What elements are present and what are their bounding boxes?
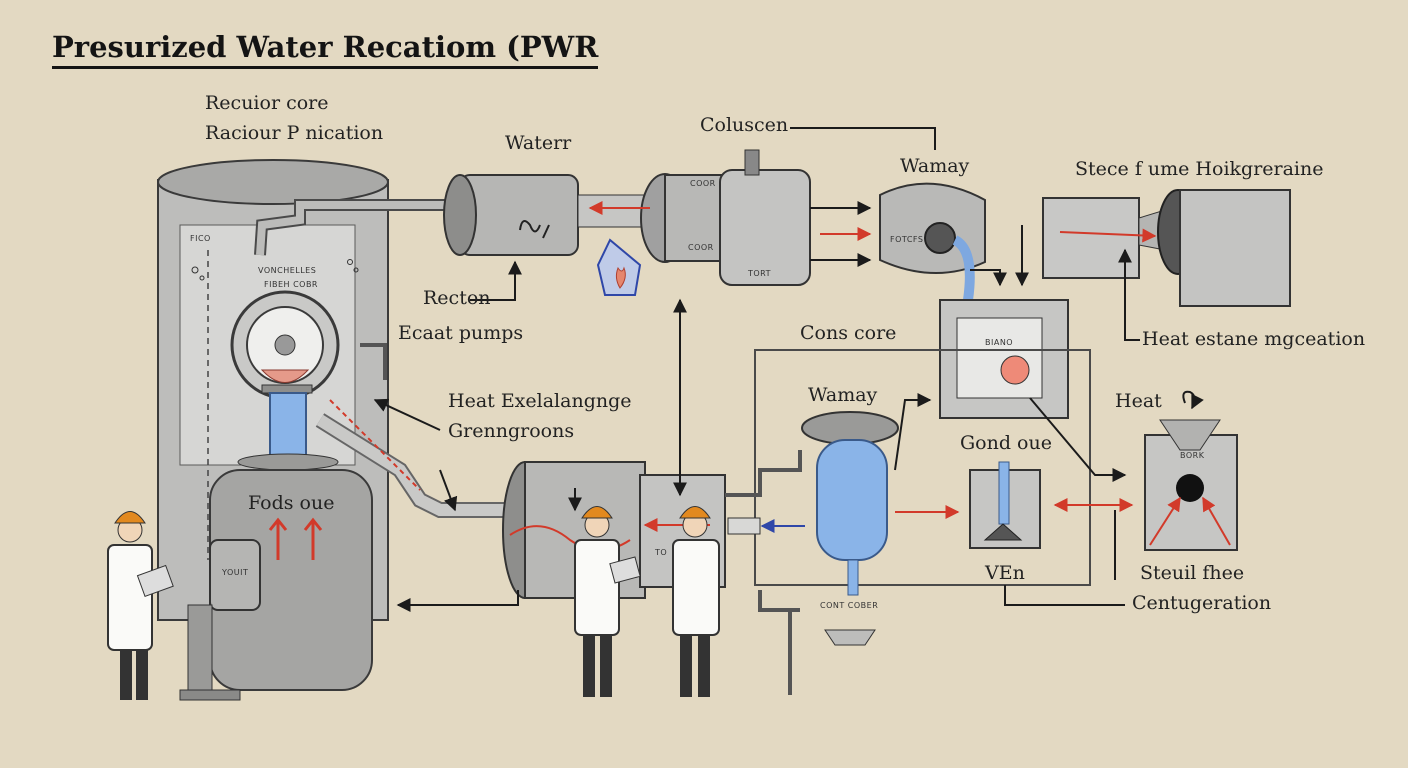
- coupling-unit: COOR COOR TORT: [577, 149, 811, 286]
- label-fods-oue: Fods oue: [248, 492, 335, 514]
- bottom-label-text: CONT COBER: [820, 601, 878, 610]
- vessel-text-2: FIBEH COBR: [264, 280, 318, 289]
- flame-icon: [596, 238, 642, 296]
- turbine-top: FOTCFS: [879, 182, 986, 301]
- scientist-left: [107, 511, 174, 700]
- fuel-core-wheel: [230, 290, 340, 400]
- steam-heat-exchanger: [1042, 189, 1291, 307]
- gond-machine: [969, 461, 1041, 549]
- coupling-text-top: COOR: [690, 179, 716, 188]
- label-grenngroons: Grenngroons: [448, 420, 575, 442]
- core-water-column: [237, 384, 339, 471]
- water-pump: [443, 174, 579, 256]
- fico-text: FICO: [190, 234, 211, 243]
- flow-arrows: [373, 127, 1204, 612]
- diagram-title: Presurized Water Recatiom (PWR: [52, 30, 599, 69]
- label-reactor-purification: Raciour P nication: [205, 122, 384, 144]
- vessel-text-1: VONCHELLES: [258, 266, 316, 275]
- label-heat: Heat: [1115, 390, 1162, 412]
- duct-text: TO: [654, 548, 667, 557]
- misc-pipes: [360, 343, 802, 695]
- pump-text: YOUIT: [221, 568, 248, 577]
- label-wamay-top: Wamay: [900, 155, 970, 177]
- label-cons-core: Cons core: [800, 322, 897, 344]
- control-panel: BIANO: [939, 299, 1069, 419]
- heat-sink-text: BORK: [1180, 451, 1205, 460]
- lower-duct: [315, 413, 505, 518]
- valve: [727, 517, 805, 535]
- label-coluscen: Coluscen: [700, 114, 789, 136]
- label-steuil-fhee: Steuil fhee: [1140, 562, 1245, 584]
- coupling-text-bottom: COOR: [688, 243, 714, 252]
- turbine-plate-text: FOTCFS: [890, 235, 923, 244]
- label-ven: VEn: [985, 562, 1025, 584]
- top-pipe: [254, 199, 450, 256]
- lower-left-pump: YOUIT: [179, 539, 261, 701]
- label-steam-heat-exchanger: Stece f ume Hoikgreraine: [1075, 158, 1324, 180]
- label-wamay-mid: Wamay: [808, 384, 878, 406]
- scientist-middle-left: [574, 506, 641, 697]
- heat-sink-unit: BORK: [1144, 419, 1238, 551]
- label-recton: Recton: [423, 287, 491, 309]
- cons-core-box: [754, 349, 1091, 586]
- label-heat-estane: Heat estane mgceation: [1142, 328, 1366, 350]
- label-water: Waterr: [505, 132, 572, 154]
- hot-cold-arrows: [329, 399, 1134, 519]
- label-reactor-core: Recuior core: [205, 92, 329, 114]
- label-centugeration: Centugeration: [1132, 592, 1272, 614]
- cap-tort-text: TORT: [747, 269, 771, 278]
- label-gond-oue: Gond oue: [960, 432, 1052, 454]
- label-heat-exchange: Heat Exelalangnge: [448, 390, 632, 412]
- control-panel-text: BIANO: [985, 338, 1013, 347]
- central-exchanger: CONT COBER: [801, 411, 899, 646]
- label-ecaat-pumps: Ecaat pumps: [398, 322, 524, 344]
- scientist-middle-right: [672, 506, 720, 697]
